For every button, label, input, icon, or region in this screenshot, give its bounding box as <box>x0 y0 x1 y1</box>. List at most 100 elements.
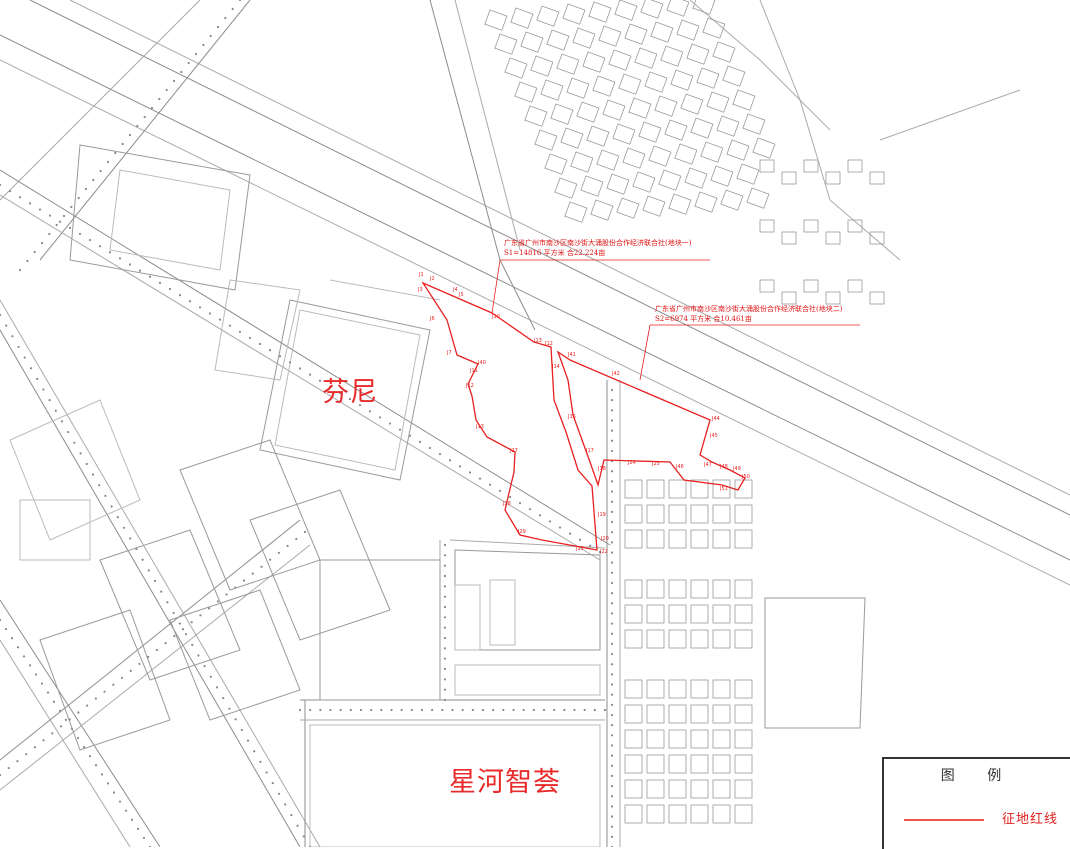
road-marker <box>265 771 268 774</box>
building-footprint <box>803 219 819 233</box>
road-marker <box>441 708 444 712</box>
land-acquisition-boundary <box>421 281 746 551</box>
road-marker <box>610 510 614 513</box>
building-footprint <box>586 125 610 147</box>
road-marker <box>231 7 234 11</box>
vertex-label: J21 <box>575 546 584 552</box>
road-marker <box>136 827 140 830</box>
road-marker <box>143 115 146 119</box>
road-marker <box>288 361 292 364</box>
road-marker <box>7 766 10 770</box>
road-marker <box>100 773 104 776</box>
road-marker <box>448 459 452 462</box>
road-marker <box>329 708 332 712</box>
road-marker <box>553 708 556 712</box>
road-marker <box>471 708 474 712</box>
road-marker <box>443 667 447 671</box>
vertex-label: J18 <box>597 466 606 472</box>
road-marker <box>222 696 225 700</box>
road-marker <box>410 708 413 712</box>
building-footprint <box>847 159 863 173</box>
road-marker <box>610 683 614 686</box>
road-marker <box>610 581 614 585</box>
road-marker <box>269 558 272 561</box>
road-marker <box>338 391 342 395</box>
road-marker <box>443 626 447 629</box>
building-footprint <box>642 195 666 217</box>
road-marker <box>138 269 142 272</box>
road-marker <box>94 764 98 767</box>
road-marker <box>59 725 63 728</box>
road-marker <box>10 637 14 640</box>
building-footprint <box>690 704 709 724</box>
road-marker <box>224 16 227 20</box>
road-marker <box>610 561 614 564</box>
building-footprint <box>624 754 643 774</box>
road-marker <box>120 676 124 679</box>
road-marker <box>610 388 614 392</box>
road-marker <box>558 526 562 529</box>
parcel-1-annotation: 广东省广州市南沙区南沙街大涌股份合作经济联合社(地块一) S1=14816 平方… <box>504 238 691 258</box>
building-footprint <box>624 23 648 45</box>
road-marker <box>29 367 33 370</box>
road-marker <box>368 410 372 413</box>
building-footprint <box>624 504 643 524</box>
road-marker <box>286 544 289 547</box>
vertex-label: J29 <box>517 529 526 535</box>
building-footprint <box>484 9 508 31</box>
road-marker <box>443 554 447 557</box>
building-footprint <box>825 291 841 305</box>
road-marker <box>158 97 161 101</box>
legend-box: 图 例 征地红线 <box>882 757 1070 849</box>
vertex-label: J24 <box>627 460 636 466</box>
building-footprint <box>624 604 643 624</box>
building-footprint <box>684 167 708 189</box>
road-marker <box>610 805 614 808</box>
building-footprint <box>712 754 731 774</box>
road-marker <box>528 508 532 511</box>
building-footprint <box>712 629 731 649</box>
building-footprint <box>712 679 731 699</box>
building-footprint <box>618 73 642 95</box>
road-marker <box>610 592 614 595</box>
building-footprint <box>646 504 665 524</box>
road-marker <box>165 88 168 92</box>
building-footprint <box>596 149 620 171</box>
road-marker <box>610 490 614 493</box>
road-marker <box>46 691 50 694</box>
road-marker <box>563 708 566 712</box>
road-marker <box>542 708 546 712</box>
building-footprint <box>712 804 731 824</box>
road-marker <box>610 531 614 534</box>
road-marker <box>578 538 582 541</box>
building-footprint <box>734 629 753 649</box>
road-marker <box>67 430 70 434</box>
building-footprint <box>530 55 554 77</box>
road-marker <box>70 205 73 209</box>
building-footprint <box>628 97 652 119</box>
road-marker <box>532 708 535 712</box>
vertex-label: J12 <box>465 383 474 389</box>
road-marker <box>17 345 20 349</box>
building-footprint <box>734 479 753 499</box>
road-marker <box>295 537 298 541</box>
road-marker <box>400 708 403 712</box>
road-marker <box>112 791 116 794</box>
road-marker <box>349 708 352 712</box>
road-marker <box>142 836 146 840</box>
building-footprint <box>710 165 734 187</box>
road-marker <box>610 409 614 412</box>
building-footprint <box>576 101 600 123</box>
road-marker <box>130 818 134 821</box>
building-outlines <box>9 144 866 847</box>
building-footprint <box>646 679 665 699</box>
legend-red-line-swatch <box>904 819 984 821</box>
road-marker <box>573 708 576 712</box>
building-footprint <box>690 754 709 774</box>
vertex-label: J48 <box>719 464 728 470</box>
building-footprint <box>608 49 632 71</box>
road-marker <box>160 590 163 593</box>
road-marker <box>148 275 152 278</box>
parcel-2-area: S2=6974 平方米 合10.461亩 <box>655 315 752 323</box>
road-marker <box>610 835 614 838</box>
